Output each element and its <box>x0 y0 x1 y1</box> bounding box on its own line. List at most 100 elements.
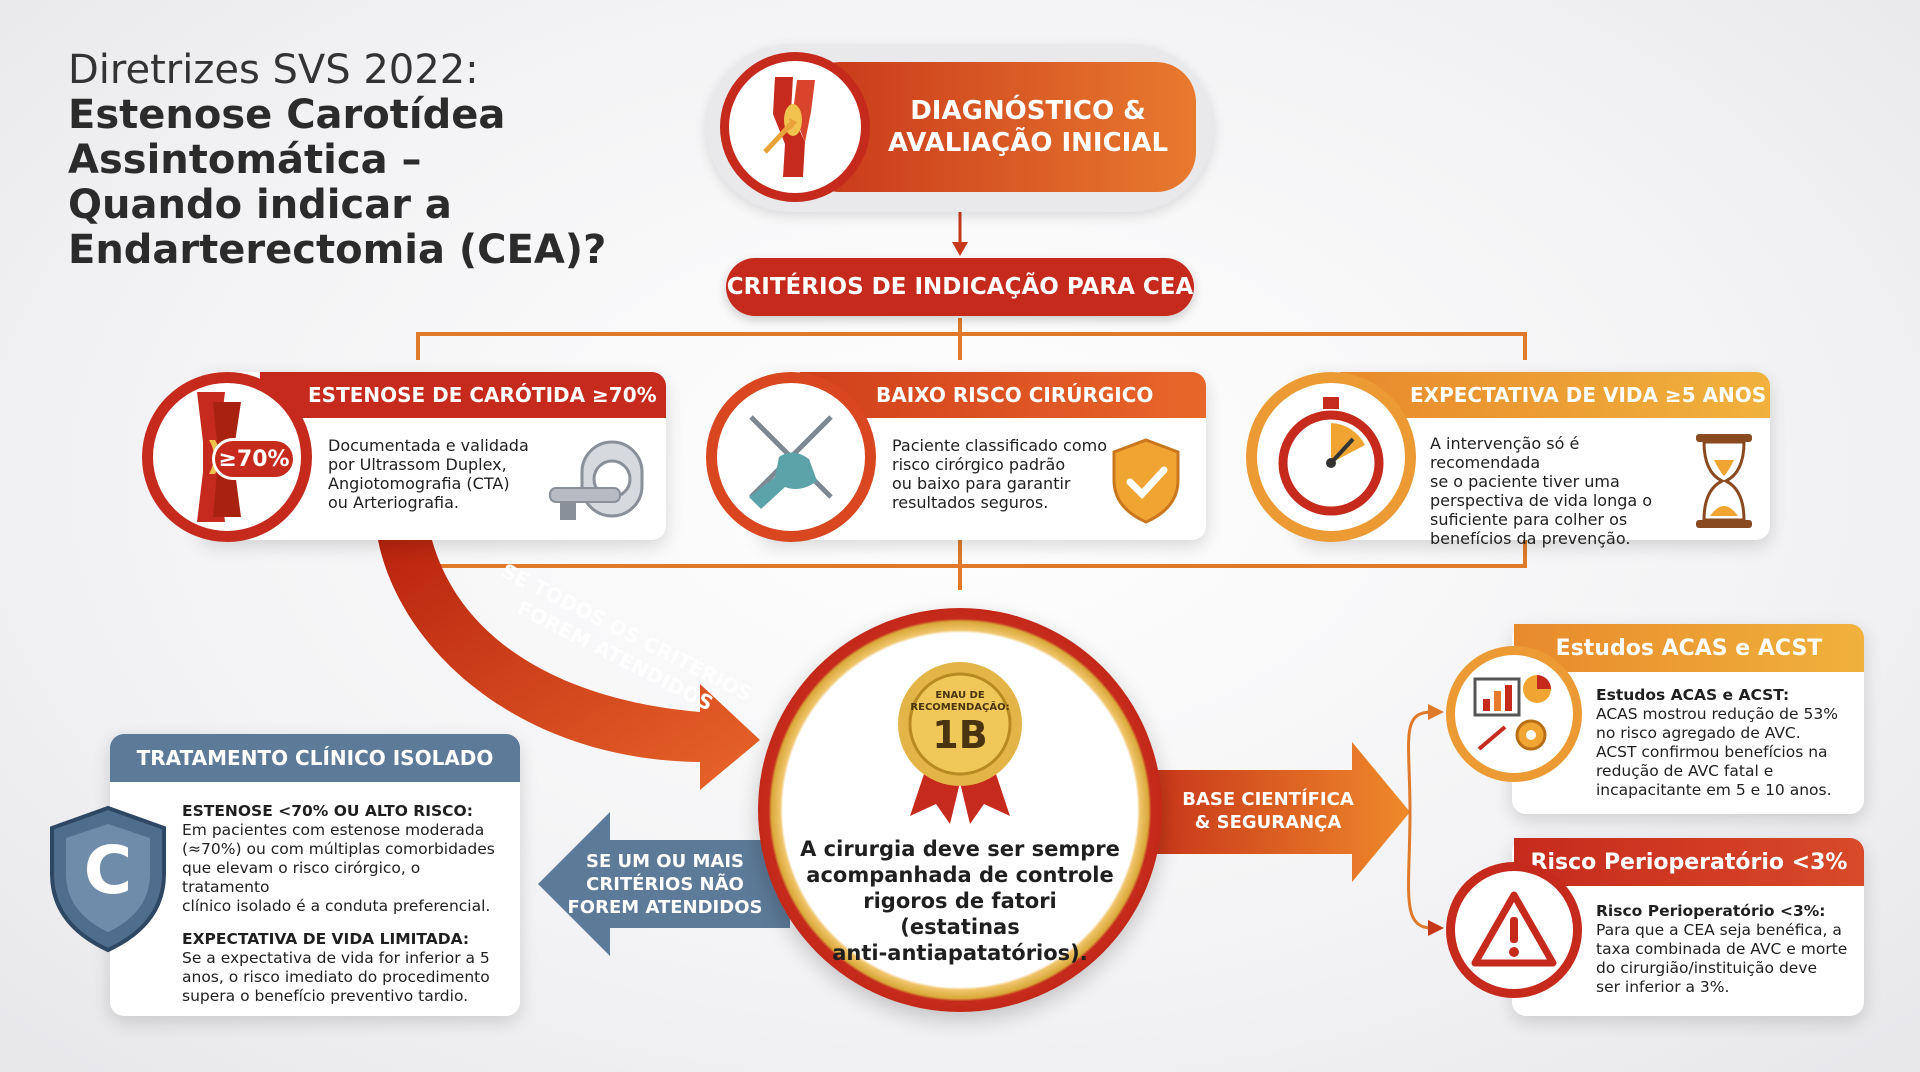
clinical-line: Em pacientes com estenose moderada <box>182 821 485 839</box>
stenosis-badge: ≥70% <box>212 438 296 480</box>
criterion-line: suficiente para colher os <box>1430 510 1628 529</box>
clinical-line: que elevam o risco cirórgico, o tratamen… <box>182 859 421 896</box>
criterion-text-stenosis: Documentada e validada por Ultrassom Dup… <box>328 436 548 512</box>
not-met-line1: SE UM OU MAIS <box>585 851 744 872</box>
medal-top2: RECOMENDAÇÃO: <box>910 702 1010 713</box>
title-line1: Diretrizes SVS 2022: <box>68 47 479 93</box>
arrow-not-met <box>538 812 790 956</box>
recommendation-line: anti-antiapatatórios). <box>832 941 1088 965</box>
artery-icon <box>763 77 815 177</box>
studies-line: redução de AVC fatal e <box>1596 762 1774 780</box>
clinical-title: TRATAMENTO CLÍNICO ISOLADO <box>136 746 494 770</box>
evidence-label: BASE CIENTÍFICA & SEGURANÇA <box>1168 788 1368 834</box>
risk-text: Risco Perioperatório <3%: Para que a CEA… <box>1596 902 1858 997</box>
recommendation-line: A cirurgia deve ser sempre <box>800 837 1120 861</box>
stenosis-icon-ring <box>142 372 312 542</box>
chart-gear-icon-ring <box>1446 646 1582 782</box>
hourglass-icon <box>1696 434 1752 528</box>
connector-criteria-bottom <box>416 540 1527 590</box>
studies-line: ACAS mostrou redução de 53% <box>1596 705 1838 723</box>
criterion-title-surgical-risk: BAIXO RISCO CIRÚRGICO <box>876 383 1154 407</box>
stopwatch-icon <box>1278 397 1384 516</box>
title-line2: Estenose Carotídea <box>68 92 506 138</box>
clinical-line: clínico isolado é a conduta preferencial… <box>182 897 491 915</box>
criterion-line: ou Arteriografia. <box>328 493 459 512</box>
warning-icon <box>1471 891 1557 967</box>
studies-line: no risco agregado de AVC. <box>1596 724 1801 742</box>
criterion-banner-stenosis: ESTENOSE DE CARÓTIDA ≥70% <box>260 372 666 418</box>
scalpel-icon-ring <box>706 372 876 542</box>
recommendation-line: rigoros de fatori (estatinas <box>863 889 1057 939</box>
top-node-line1: DIAGNÓSTICO & <box>910 96 1146 126</box>
artery-icon-ring <box>720 52 870 202</box>
criterion-line: Angiotomografia (CTA) <box>328 474 510 493</box>
risk-banner: Risco Perioperatório <3% <box>1514 838 1864 886</box>
studies-subtitle: Estudos ACAS e ACST: <box>1596 686 1790 704</box>
stenosis-badge-label: ≥70% <box>218 446 290 472</box>
clinical-line: anos, o risco imediato do procedimento <box>182 968 490 986</box>
clinical-line: supera o benefício preventivo tardio. <box>182 987 469 1005</box>
criterion-line: A intervenção só é recomendada <box>1430 434 1580 472</box>
studies-banner: Estudos ACAS e ACST <box>1514 624 1864 672</box>
criterion-text-surgical-risk: Paciente classificado como risco cirórgi… <box>892 436 1122 512</box>
connector-criteria-top <box>416 318 1527 360</box>
scalpel-hand-icon <box>749 415 833 509</box>
chart-gear-icon <box>1473 675 1551 751</box>
recommendation-line: acompanhada de controle <box>806 863 1114 887</box>
arrowhead-risk <box>1428 920 1444 936</box>
title-line4: Quando indicar a <box>68 182 452 228</box>
medal-icon <box>898 662 1022 824</box>
arrowhead-studies <box>1428 704 1444 720</box>
not-met-line2: CRITÉRIOS NÃO <box>586 874 744 895</box>
criterion-line: risco cirórgico padrão <box>892 455 1066 474</box>
criterion-title-life-expectancy: EXPECTATIVA DE VIDA ≥5 ANOS <box>1410 383 1767 407</box>
arrow-evidence <box>1152 742 1410 882</box>
risk-line: Para que a CEA seja benéfica, a <box>1596 921 1842 939</box>
title-line3: Assintomática – <box>68 137 422 183</box>
criterion-line: se o paciente tiver uma <box>1430 472 1620 491</box>
clinical-header: TRATAMENTO CLÍNICO ISOLADO <box>110 734 520 782</box>
arrowhead-top <box>952 242 968 256</box>
risk-line: ser inferior a 3%. <box>1596 978 1730 996</box>
medal-top1: ENAU DE <box>935 690 985 701</box>
risk-subtitle: Risco Perioperatório <3%: <box>1596 902 1826 920</box>
stopwatch-icon-ring <box>1246 372 1416 542</box>
ct-scanner-icon <box>549 440 644 520</box>
criterion-text-life-expectancy: A intervenção só é recomendada se o paci… <box>1430 434 1692 548</box>
criterion-line: Documentada e validada <box>328 436 529 455</box>
criterion-banner-surgical-risk: BAIXO RISCO CIRÚRGICO <box>800 372 1206 418</box>
shield-c-icon <box>50 805 166 953</box>
criterion-line: perspectiva de vida longa o <box>1430 491 1653 510</box>
studies-text: Estudos ACAS e ACST: ACAS mostrou reduçã… <box>1596 686 1858 800</box>
connector-evidence-branch <box>1407 710 1433 930</box>
page-title: Diretrizes SVS 2022: Estenose Carotídea … <box>68 48 628 273</box>
criterion-line: benefícios da prevenção. <box>1430 529 1631 548</box>
clinical-line: Se a expectativa de vida for inferior a … <box>182 949 490 967</box>
top-node-line2: AVALIAÇÃO INICIAL <box>887 128 1169 158</box>
warning-icon-ring <box>1446 862 1582 998</box>
criterion-banner-life-expectancy: EXPECTATIVA DE VIDA ≥5 ANOS <box>1340 372 1770 418</box>
criterion-line: ou baixo para garantir <box>892 474 1071 493</box>
clinical-line: (≈70%) ou com múltiplas comorbidades <box>182 840 495 858</box>
studies-line: ACST confirmou benefícios na <box>1596 743 1828 761</box>
evidence-line2: & SEGURANÇA <box>1194 812 1342 833</box>
recommendation-text: A cirurgia deve ser sempre acompanhada d… <box>800 836 1120 966</box>
arrow-all-met <box>378 540 760 790</box>
studies-line: incapacitante em 5 e 10 anos. <box>1596 781 1832 799</box>
criterion-title-stenosis: ESTENOSE DE CARÓTIDA ≥70% <box>308 383 657 407</box>
criterion-line: por Ultrassom Duplex, <box>328 455 507 474</box>
criterion-line: resultados seguros. <box>892 493 1049 512</box>
risk-title: Risco Perioperatório <3% <box>1530 849 1848 875</box>
not-met-line3: FOREM ATENDIDOS <box>567 897 763 918</box>
medal-content: ENAU DE RECOMENDAÇÃO: 1B <box>900 690 1020 756</box>
title-line5: Endarterectomia (CEA)? <box>68 227 607 273</box>
not-met-label: SE UM OU MAIS CRITÉRIOS NÃO FOREM ATENDI… <box>560 850 770 919</box>
evidence-line1: BASE CIENTÍFICA <box>1182 789 1354 810</box>
shield-letter: C <box>83 832 133 909</box>
recommendation-grade: 1B <box>932 713 988 757</box>
criteria-header-label: CRITÉRIOS DE INDICAÇÃO PARA CEA <box>726 274 1194 300</box>
risk-line: do cirurgião/instituição deve <box>1596 959 1818 977</box>
clinical-text: ESTENOSE <70% OU ALTO RISCO: Em paciente… <box>182 802 512 1006</box>
studies-title: Estudos ACAS e ACST <box>1555 635 1823 661</box>
